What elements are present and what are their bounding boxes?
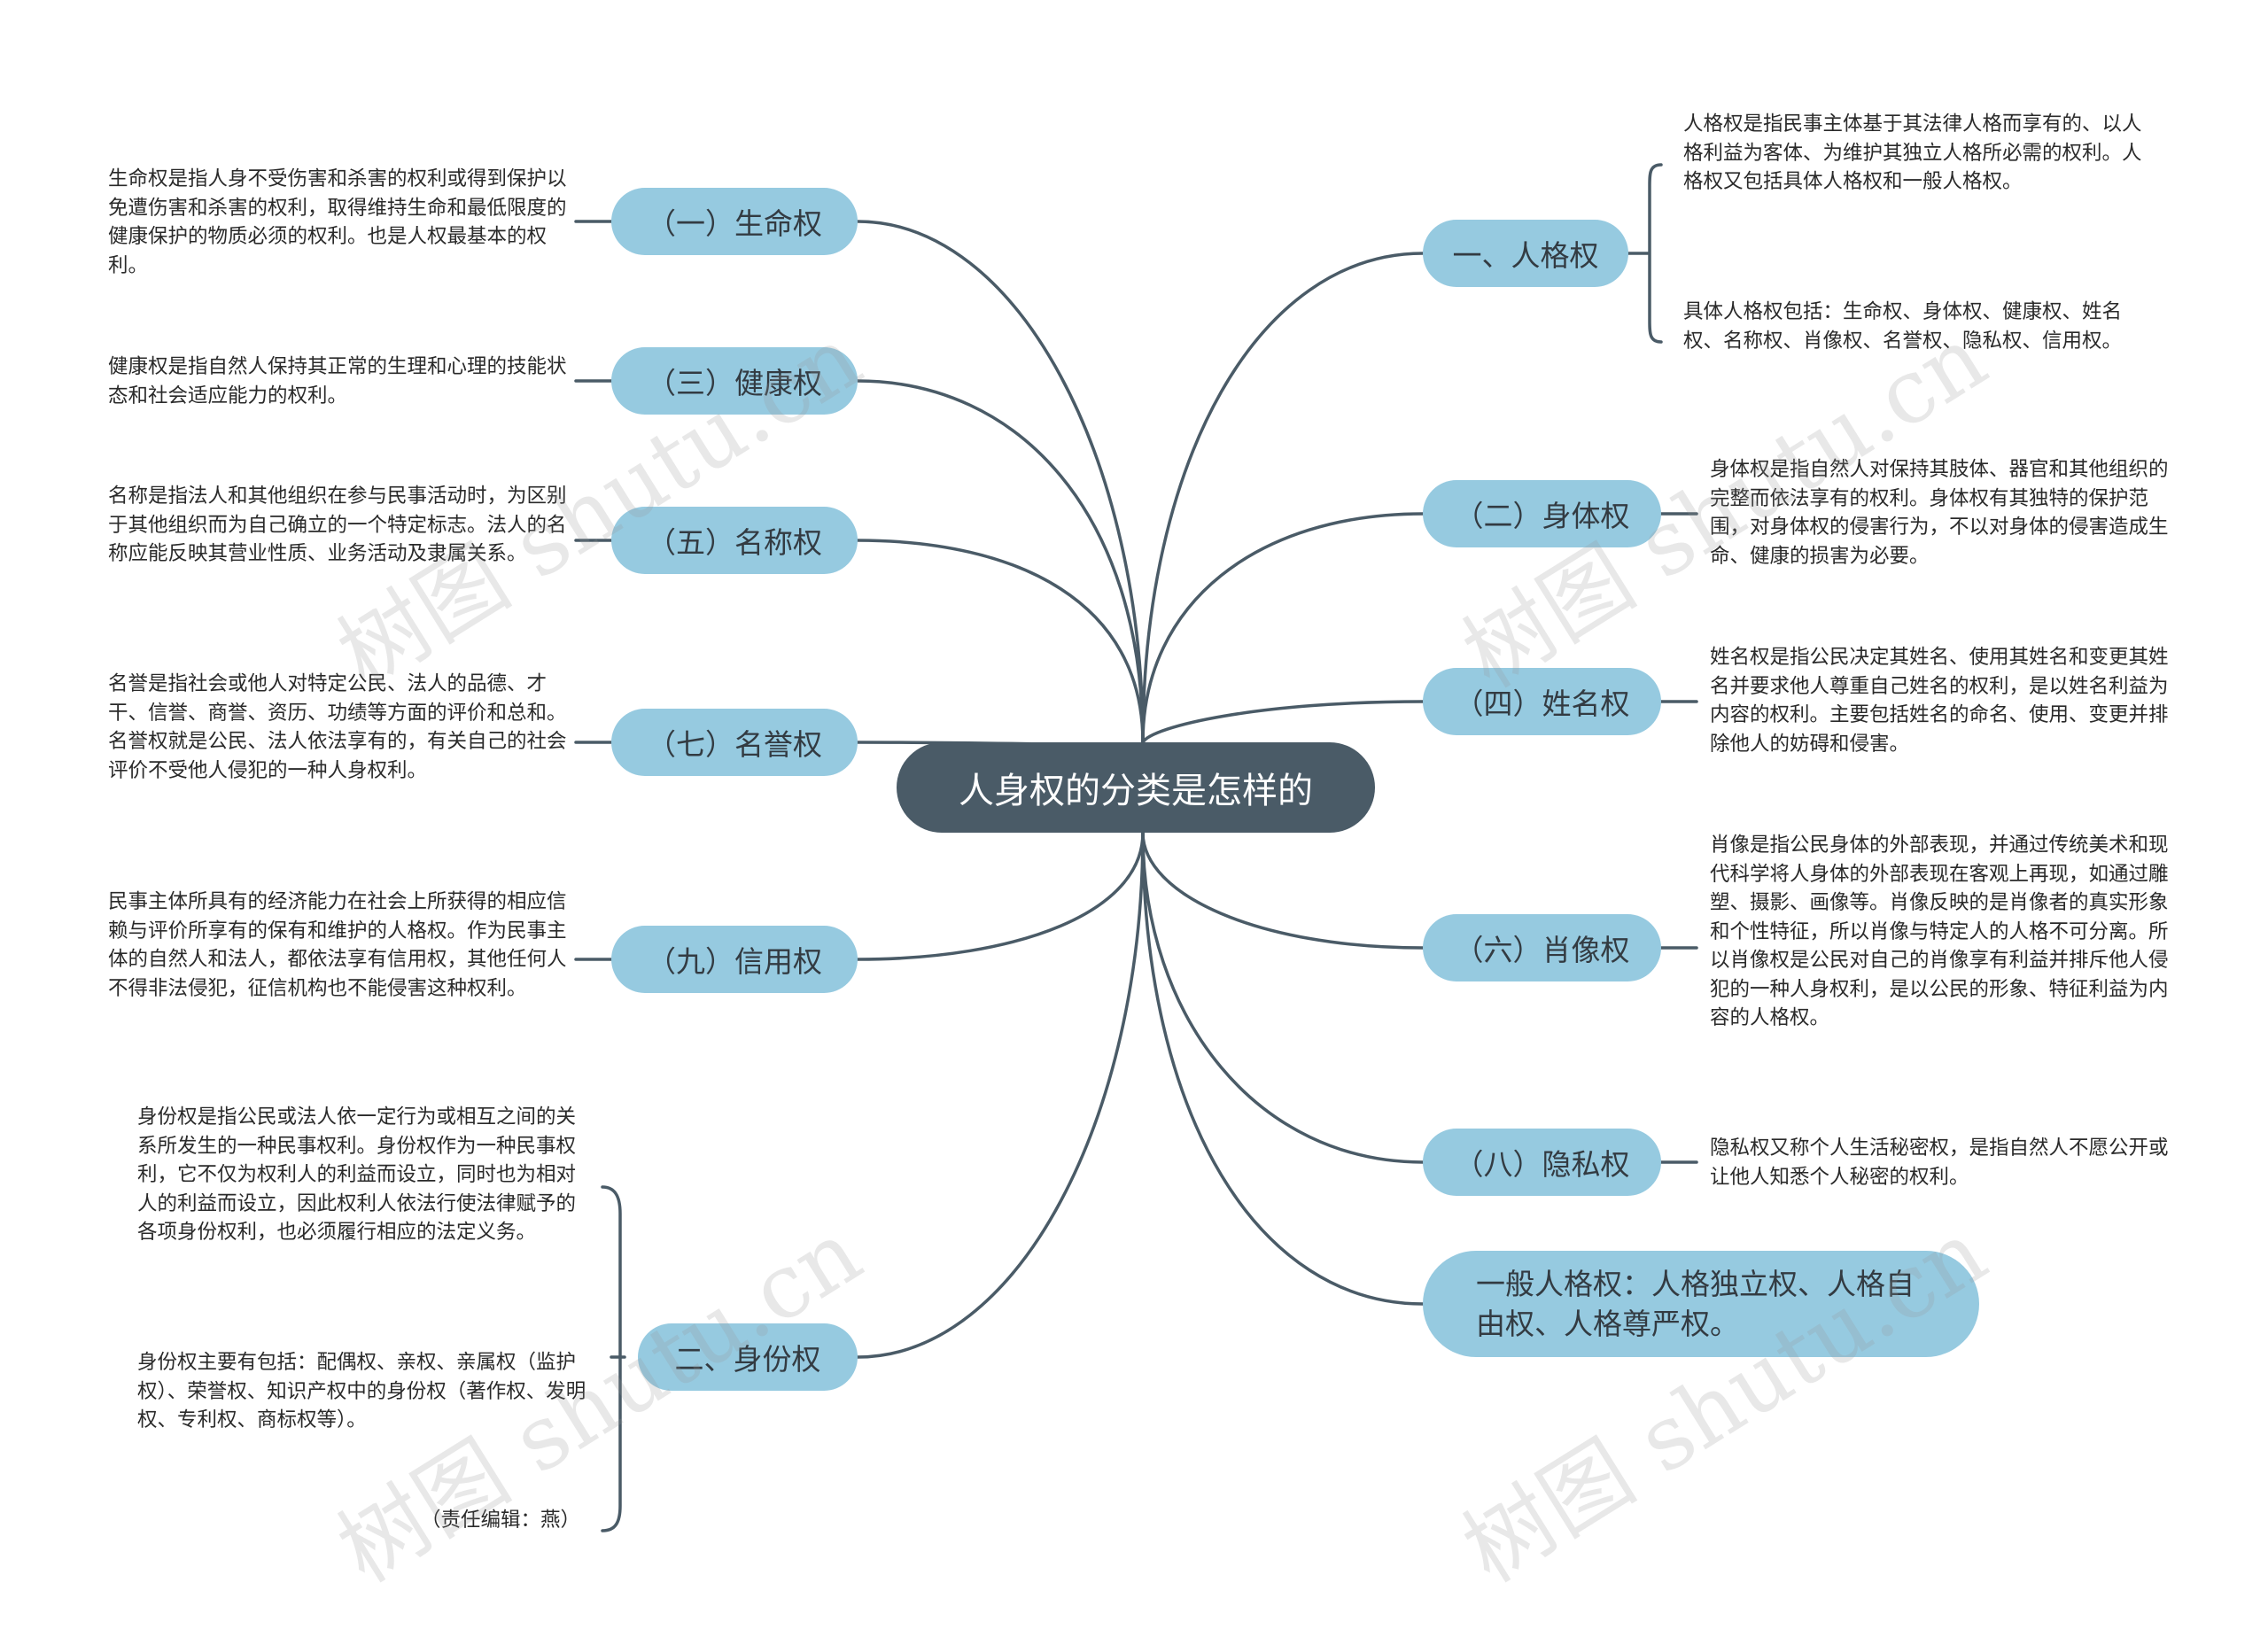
link-root-general [1141,831,1425,1306]
link-root-identity [856,831,1145,1359]
branch-portrait-right[interactable]: （六）肖像权 [1423,914,1661,981]
branch-health-right[interactable]: （三）健康权 [611,347,858,415]
root-topic[interactable]: 人身权的分类是怎样的 [897,742,1375,833]
link-root-personality [1141,252,1425,744]
desc-portrait: 肖像是指公民身体的外部表现，并通过传统美术和现代科学将人身体的外部表现在客观上再… [1710,834,2169,1029]
desc-identity-2: 身份权主要有包括：配偶权、亲权、亲属权（监护权）、荣誉权、知识产权中的身份权（著… [137,1351,586,1431]
branch-general-personality[interactable]: 一般人格权：人格独立权、人格自由权、人格尊严权。 [1423,1251,1979,1357]
desc-surname: 姓名权是指公民决定其姓名、使用其姓名和变更其姓名并要求他人尊重自己姓名的权利，是… [1710,646,2169,756]
desc-name: 名称是指法人和其他组织在参与民事活动时，为区别于其他组织而为自己确立的一个特定标… [108,485,567,565]
link-root-name [856,539,1145,744]
branch-surname-right[interactable]: （四）姓名权 [1423,668,1661,735]
bracket-personality [1627,163,1663,344]
branch-identity-right[interactable]: 二、身份权 [638,1323,858,1391]
branch-life-right[interactable]: （一）生命权 [611,188,858,255]
desc-personality-2: 具体人格权包括：生命权、身体权、健康权、姓名权、名称权、肖像权、名誉权、隐私权、… [1683,300,2123,353]
desc-credit: 民事主体所具有的经济能力在社会上所获得的相应信赖与评价所享有的保有和维护的人格权… [108,890,567,1000]
branch-name-right[interactable]: （五）名称权 [611,507,858,574]
link-root-credit [856,831,1145,961]
bracket-identity [601,1185,626,1532]
desc-life: 生命权是指人身不受伤害和杀害的权利或得到保护以免遭伤害和杀害的权利，取得维持生命… [108,167,567,277]
link-root-privacy [1141,831,1425,1164]
editor-note: （责任编辑：燕） [420,1509,580,1532]
branch-privacy-right[interactable]: （八）隐私权 [1423,1129,1661,1196]
branch-personality-right[interactable]: 一、人格权 [1423,220,1628,287]
branch-body-right[interactable]: （二）身体权 [1423,480,1661,547]
desc-reputation: 名誉是指社会或他人对特定公民、法人的品德、才干、信誉、商誉、资历、功绩等方面的评… [108,672,567,782]
link-root-surname [1141,700,1425,744]
link-root-portrait [1141,831,1425,950]
desc-personality-1: 人格权是指民事主体基于其法律人格而享有的、以人格利益为客体、为维护其独立人格所必… [1683,112,2142,193]
desc-identity-1: 身份权是指公民或法人依一定行为或相互之间的关系所发生的一种民事权利。身份权作为一… [137,1106,577,1244]
desc-health: 健康权是指自然人保持其正常的生理和心理的技能状态和社会适应能力的权利。 [108,355,567,407]
branch-credit-right[interactable]: （九）信用权 [611,926,858,993]
desc-body: 身体权是指自然人对保持其肢体、器官和其他组织的完整而依法享有的权利。身体权有其独… [1710,458,2169,568]
link-root-health [856,379,1145,744]
link-root-life [856,220,1145,744]
desc-privacy: 隐私权又称个人生活秘密权，是指自然人不愿公开或让他人知悉个人秘密的权利。 [1710,1137,2169,1189]
link-root-body [1141,512,1425,744]
branch-reputation-right[interactable]: （七）名誉权 [611,709,858,776]
